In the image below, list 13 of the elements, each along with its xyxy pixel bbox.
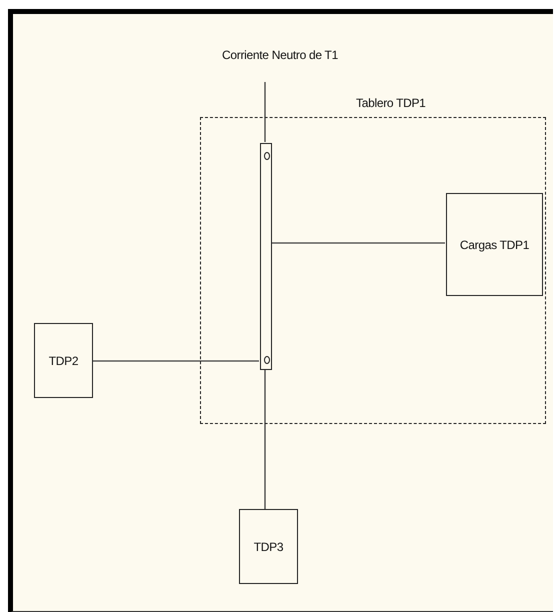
- panel-box: [34, 323, 93, 398]
- connector-line: [271, 242, 445, 244]
- box-label: TDP2: [48, 354, 78, 368]
- panel-box: [239, 509, 298, 584]
- connector-line: [264, 369, 266, 509]
- source-label: Corriente Neutro de T1: [216, 44, 344, 66]
- box-label: Cargas TDP1: [460, 238, 530, 252]
- panel-box: [446, 193, 543, 296]
- panel-title: Tablero TDP1: [356, 96, 426, 110]
- box-label: TDP3: [254, 540, 284, 554]
- busbar: [260, 143, 272, 370]
- connector-line: [264, 82, 266, 142]
- connector-line: [93, 360, 259, 362]
